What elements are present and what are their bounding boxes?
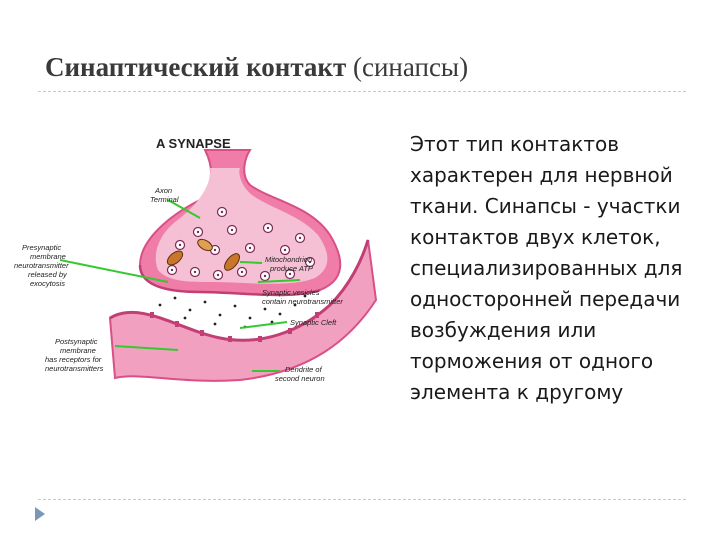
label-presynaptic-1: Presynaptic <box>22 243 61 252</box>
label-vesicles-1: Synaptic vesicles <box>262 288 320 297</box>
label-mitochondrion-1: Mitochondrion <box>265 255 312 264</box>
slide-title-main: Синаптический контакт <box>45 52 347 82</box>
label-synaptic-cleft: Synaptic Cleft <box>290 318 337 327</box>
bottom-divider <box>38 499 686 500</box>
slide-body-text: Этот тип контактов характерен для нервно… <box>410 132 683 404</box>
postsynaptic-membrane <box>109 239 370 342</box>
label-dendrite-2: second neuron <box>275 374 325 383</box>
label-mitochondrion-2: produce ATP <box>269 264 313 273</box>
label-postsynaptic-3: has receptors for <box>45 355 102 364</box>
label-axon-terminal-1: Axon <box>154 186 172 195</box>
synaptic-cleft-dots <box>158 294 307 329</box>
label-vesicles-2: contain neurotransmitter <box>262 297 343 306</box>
receptors <box>150 312 319 342</box>
synapse-diagram: A SYNAPSE <box>14 136 378 383</box>
label-dendrite-1: Dendrite of <box>285 365 323 374</box>
slide-title-sub: (синапсы) <box>353 52 469 82</box>
label-postsynaptic-1: Postsynaptic <box>55 337 98 346</box>
mitochondria <box>166 238 240 271</box>
diagram-title: A SYNAPSE <box>156 136 231 151</box>
label-presynaptic-5: exocytosis <box>30 279 65 288</box>
label-presynaptic-4: released by <box>28 270 68 279</box>
vesicle-cores <box>170 210 312 278</box>
label-postsynaptic-4: neurotransmitters <box>45 364 104 373</box>
label-postsynaptic-2: membrane <box>60 346 96 355</box>
top-divider <box>38 91 686 92</box>
triangle-bullet-icon <box>35 507 45 521</box>
presynaptic-membrane <box>138 264 321 297</box>
label-presynaptic-3: neurotransmitter <box>14 261 69 270</box>
label-axon-terminal-2: Terminal <box>150 195 179 204</box>
leader-lines <box>59 199 301 372</box>
label-presynaptic-2: membrane <box>30 252 66 261</box>
slide-title: Синаптический контакт (синапсы) <box>45 52 468 83</box>
